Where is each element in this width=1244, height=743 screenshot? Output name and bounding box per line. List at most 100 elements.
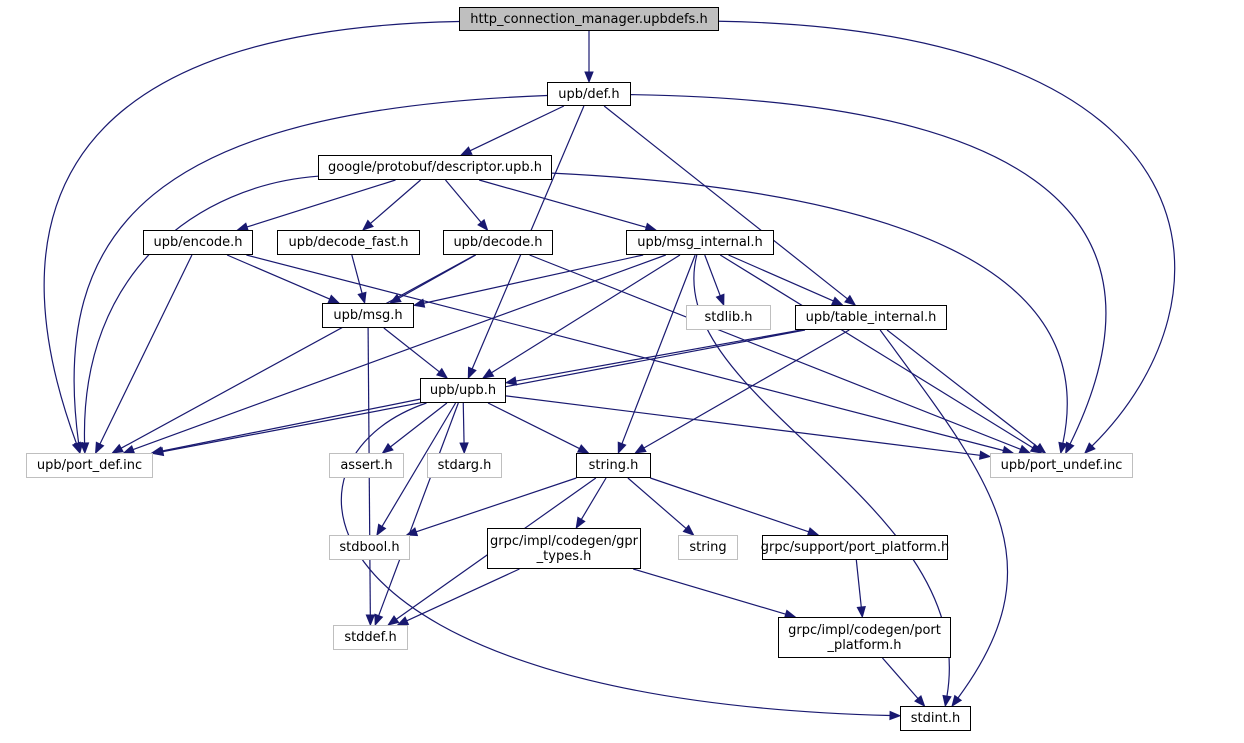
edge-msg-internal-to-msg [423, 254, 644, 304]
edge-support-port-platform-to-codegen-port-platform [855, 559, 862, 608]
node-stdarg: stdarg.h [427, 453, 502, 478]
edge-gpr-types-to-stddef [406, 568, 520, 622]
edge-upb-to-stdarg [462, 402, 465, 444]
edge-upb-to-assert [390, 402, 448, 448]
edge-upb-to-string-h [487, 402, 580, 450]
edge-table-internal-to-port-undef [886, 329, 1038, 448]
arrowhead-icon [459, 146, 473, 156]
node-msg[interactable]: upb/msg.h [322, 303, 414, 328]
edge-gpr-types-to-codegen-port-platform [633, 568, 786, 615]
edge-msg-internal-to-table-internal [728, 254, 834, 302]
edge-decode-fast-to-msg [351, 254, 363, 294]
edge-msg-to-upb [383, 327, 440, 373]
arrowhead-icon [584, 71, 594, 84]
arrowhead-icon [412, 298, 426, 308]
node-table-internal[interactable]: upb/table_internal.h [795, 305, 947, 330]
node-stdbool: stdbool.h [329, 535, 410, 560]
arrowhead-icon [978, 450, 992, 460]
arrowhead-icon [951, 694, 963, 708]
edge-string-h-to-stdbool [415, 477, 577, 533]
arrowhead-icon [942, 694, 952, 708]
node-assert: assert.h [329, 453, 404, 478]
edge-string-h-to-support-port-platform [650, 477, 809, 533]
node-codegen-port-platform[interactable]: grpc/impl/codegen/port _platform.h [778, 617, 951, 658]
arrowhead-icon [376, 523, 387, 537]
arrowhead-icon [459, 442, 469, 455]
arrowhead-icon [150, 446, 163, 456]
node-descriptor[interactable]: google/protobuf/descriptor.upb.h [318, 155, 552, 180]
edge-table-internal-to-upb [515, 329, 802, 382]
arrowhead-icon [715, 293, 725, 307]
arrowhead-icon [381, 442, 394, 454]
node-decode[interactable]: upb/decode.h [443, 230, 553, 255]
arrowhead-icon [435, 367, 449, 379]
arrowhead-icon [387, 615, 400, 626]
arrowhead-icon [361, 219, 374, 231]
edge-def-to-descriptor [469, 105, 565, 152]
arrowhead-icon [481, 368, 495, 379]
arrowhead-icon [405, 527, 419, 537]
node-def[interactable]: upb/def.h [547, 82, 631, 106]
node-upb[interactable]: upb/upb.h [420, 378, 506, 403]
arrowhead-icon [1084, 442, 1096, 454]
edge-msg-internal-to-port-def [132, 254, 666, 451]
edge-descriptor-to-decode [445, 179, 482, 223]
arrowhead-icon [634, 443, 647, 454]
arrowhead-icon [357, 291, 367, 305]
node-root[interactable]: http_connection_manager.upbdefs.h [459, 7, 719, 31]
arrowhead-icon [856, 606, 866, 619]
arrowhead-icon [374, 613, 384, 627]
edge-def-to-port-undef [630, 94, 1107, 445]
edge-descriptor-to-port-undef [551, 172, 1068, 444]
node-encode[interactable]: upb/encode.h [143, 230, 253, 255]
edge-encode-to-port-def [99, 254, 193, 445]
arrowhead-icon [79, 442, 90, 455]
arrowhead-icon [682, 524, 695, 536]
edge-upb-to-port-undef [505, 395, 981, 456]
arrowhead-icon [467, 366, 477, 380]
arrowhead-icon [111, 443, 124, 454]
node-gpr-types[interactable]: grpc/impl/codegen/gpr _types.h [487, 528, 641, 569]
edge-table-internal-to-stdint [879, 329, 1008, 699]
edge-descriptor-to-decode-fast [370, 179, 421, 224]
edge-decode-to-port-def [120, 254, 476, 449]
edge-msg-internal-to-port-undef [719, 254, 1034, 449]
node-string-h[interactable]: string.h [576, 453, 651, 478]
edge-decode-to-port-undef [529, 254, 1021, 450]
edge-root-to-port-def [43, 20, 460, 444]
edge-root-to-port-undef [718, 20, 1176, 447]
edge-encode-to-port-undef [246, 254, 1004, 452]
edge-upb-to-port-def [161, 398, 421, 452]
edge-upb-to-stdbool [381, 402, 457, 527]
edge-def-to-port-def [73, 94, 548, 444]
arrowhead-icon [73, 441, 84, 455]
arrowhead-icon [830, 296, 844, 306]
node-stddef: stddef.h [333, 625, 408, 650]
node-stdint[interactable]: stdint.h [900, 706, 971, 731]
arrowhead-icon [576, 444, 590, 454]
arrowhead-icon [477, 218, 489, 232]
arrowhead-icon [504, 376, 518, 386]
node-decode-fast[interactable]: upb/decode_fast.h [277, 230, 420, 255]
edge-descriptor-to-msg-internal [479, 179, 647, 228]
arrowhead-icon [889, 710, 902, 721]
arrowhead-icon [1058, 441, 1068, 455]
edge-encode-to-msg [226, 254, 330, 300]
arrowhead-icon [365, 614, 376, 627]
arrowhead-icon [575, 516, 586, 530]
node-string: string [678, 535, 738, 560]
edge-def-to-table-internal [603, 105, 848, 300]
node-msg-internal[interactable]: upb/msg_internal.h [626, 230, 774, 255]
arrowhead-icon [1034, 442, 1047, 454]
edge-table-internal-to-string-h [643, 329, 850, 449]
edge-string-h-to-string [627, 477, 687, 529]
arrowhead-icon [1065, 441, 1075, 455]
node-support-port-platform[interactable]: grpc/support/port_platform.h [761, 535, 949, 560]
arrowhead-icon [94, 441, 105, 455]
edge-msg-internal-to-upb [491, 254, 681, 374]
arrowhead-icon [327, 294, 341, 304]
edge-string-h-to-gpr-types [580, 477, 607, 520]
node-port-undef: upb/port_undef.inc [990, 453, 1133, 478]
